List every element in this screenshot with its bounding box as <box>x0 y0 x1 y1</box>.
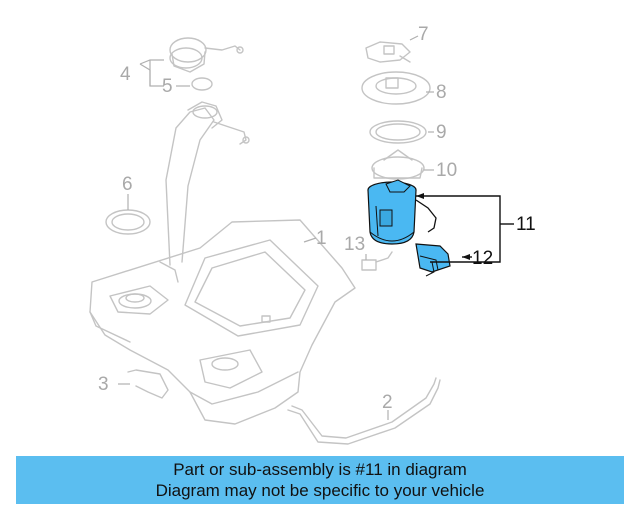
callout-7: 7 <box>418 24 429 45</box>
callout-4: 4 <box>120 64 131 85</box>
callout-12: 12 <box>472 248 493 269</box>
info-banner: Part or sub-assembly is #11 in diagram D… <box>16 456 624 504</box>
filler-cap-part <box>169 37 244 73</box>
leader-line-11 <box>416 195 501 263</box>
tank-strap-part <box>287 379 441 445</box>
fuel-tank-part <box>89 219 356 425</box>
callout-3: 3 <box>98 374 109 395</box>
callout-6: 6 <box>122 174 133 195</box>
callout-11: 11 <box>516 214 536 235</box>
pump-top-part <box>371 149 425 180</box>
seal-ring-part <box>191 77 213 91</box>
callout-1: 1 <box>316 228 327 249</box>
lock-ring-part <box>105 209 151 235</box>
parts-diagram: 1 2 3 4 5 6 7 8 9 10 11 12 13 <box>89 24 536 445</box>
callout-2: 2 <box>382 392 393 413</box>
banner-line-part: Part or sub-assembly is #11 in diagram <box>173 460 467 479</box>
callout-5: 5 <box>162 76 173 97</box>
connector-bracket-part <box>365 41 411 63</box>
cover-flange-part <box>361 71 431 105</box>
callout-10: 10 <box>436 160 457 181</box>
filler-neck-part <box>159 101 250 283</box>
callout-13: 13 <box>344 234 365 255</box>
wire-connector-part <box>361 251 393 271</box>
callout-8: 8 <box>436 82 447 103</box>
pump-bracket-part[interactable] <box>415 243 451 277</box>
banner-line-disclaimer: Diagram may not be specific to your vehi… <box>155 481 485 500</box>
callout-9: 9 <box>436 122 447 143</box>
gasket-part <box>369 120 427 144</box>
strap-bracket-part <box>127 369 169 399</box>
fuel-pump-module-part[interactable] <box>367 179 437 245</box>
